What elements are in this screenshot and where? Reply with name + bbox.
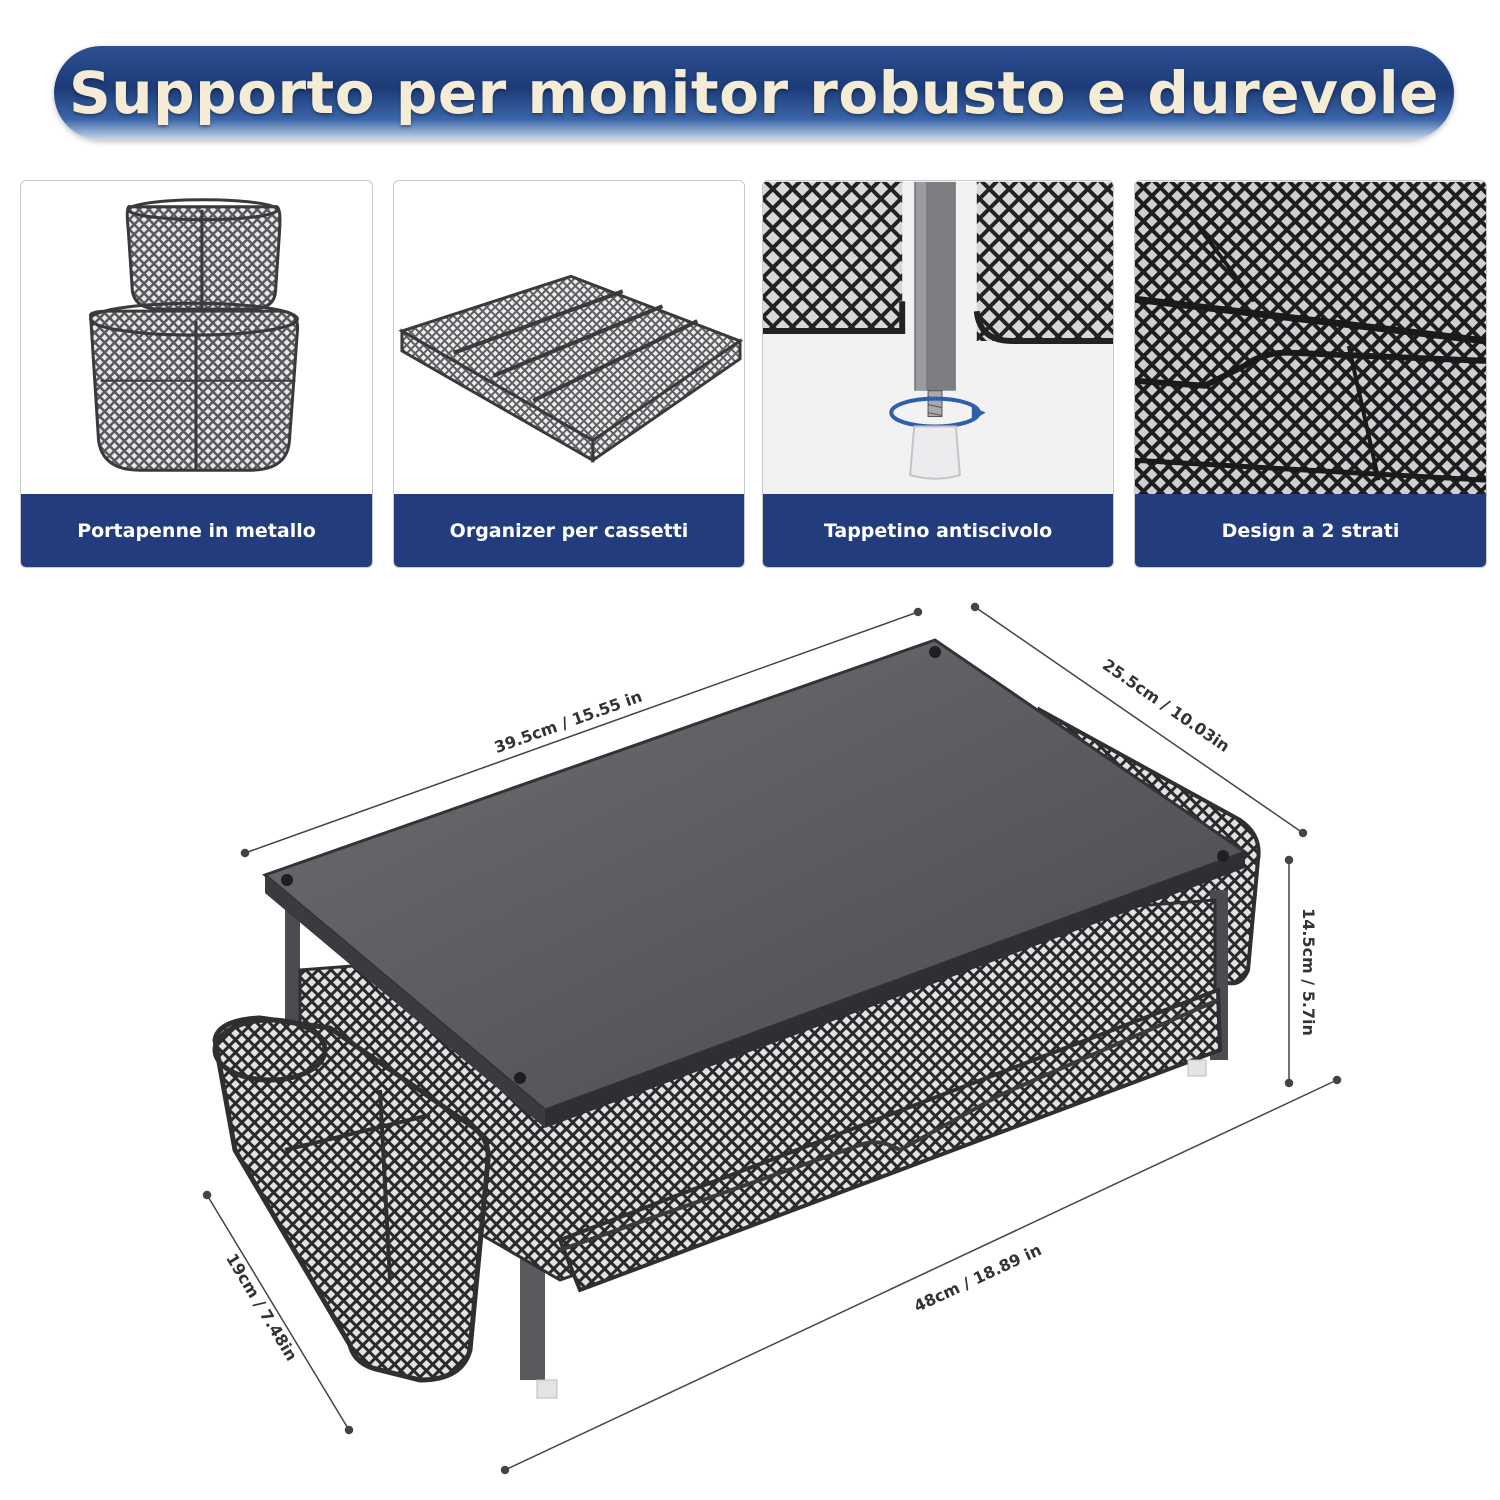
page-title: Supporto per monitor robusto e durevole — [69, 59, 1439, 127]
dimension-height: 14.5cm / 5.7in — [1299, 908, 1318, 1036]
feature-card-pen-holder: Portapenne in metallo — [20, 180, 373, 568]
drawer-organizer-image — [394, 181, 744, 496]
title-banner: Supporto per monitor robusto e durevole — [54, 46, 1454, 140]
feature-card-drawer-organizer: Organizer per cassetti — [393, 180, 745, 568]
top-plate-edge — [265, 875, 545, 1128]
dimension-holder-width: 19cm / 7.48in — [222, 1250, 301, 1364]
feature-label-two-tier: Design a 2 strati — [1135, 494, 1486, 567]
drawer-front — [557, 987, 1223, 1293]
product-dimension-diagram: 39.5cm / 15.55 in 25.5cm / 10.03in 14.5c… — [0, 590, 1500, 1500]
foot-front — [536, 1379, 558, 1399]
anti-slip-foot-image — [763, 181, 1113, 496]
top-plate-edge-right — [545, 852, 1245, 1128]
feature-label-pen-holder: Portapenne in metallo — [21, 494, 372, 567]
feature-card-anti-slip: Tappetino antiscivolo — [762, 180, 1114, 568]
feature-card-two-tier: Design a 2 strati — [1134, 180, 1487, 568]
feature-label-drawer-organizer: Organizer per cassetti — [394, 494, 744, 567]
pen-holder-image — [21, 181, 372, 496]
dimension-bottom-length: 48cm / 18.89 in — [911, 1240, 1045, 1316]
two-tier-image — [1135, 181, 1486, 496]
dimension-lines — [202, 602, 1342, 1475]
left-pen-basket — [212, 1015, 491, 1383]
feature-label-anti-slip: Tappetino antiscivolo — [763, 494, 1113, 567]
foot-right — [1187, 1059, 1207, 1077]
dimension-top-length: 39.5cm / 15.55 in — [492, 687, 645, 757]
